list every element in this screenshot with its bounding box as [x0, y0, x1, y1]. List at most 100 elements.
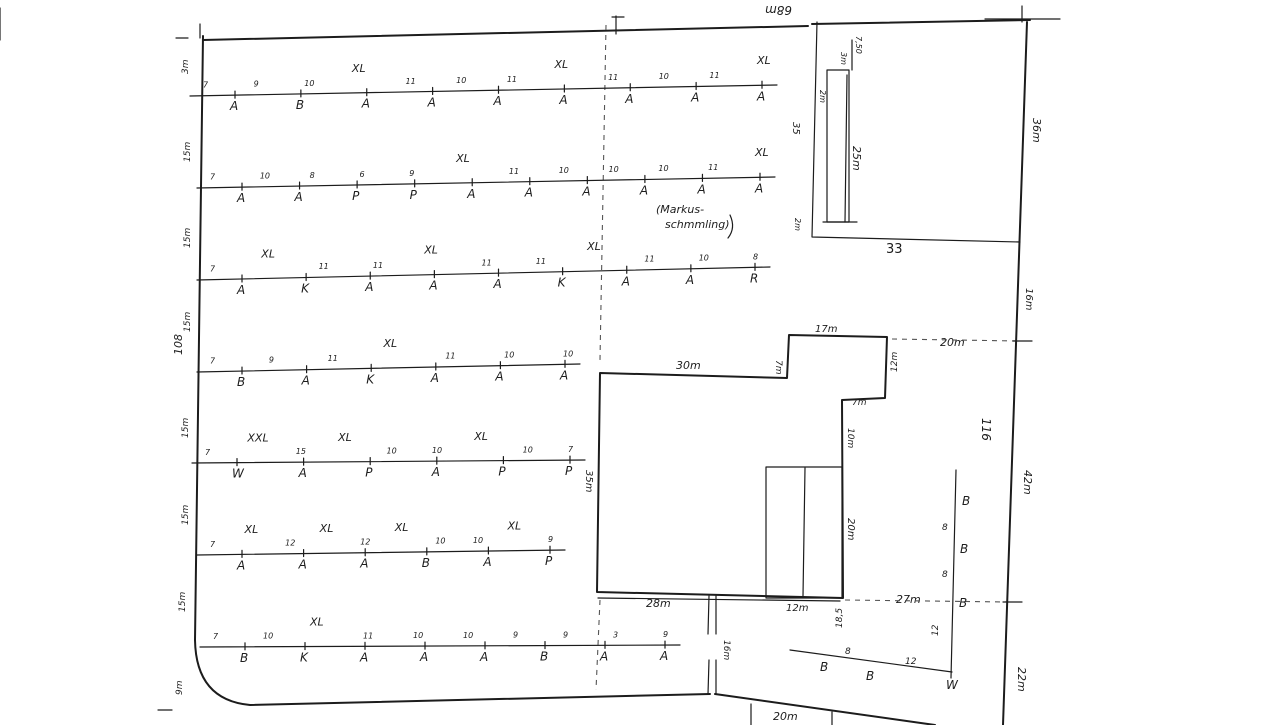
left-dim-4: 15m [183, 312, 193, 332]
spacing-label: 7 [205, 448, 211, 457]
tree-size-label: XL [506, 520, 521, 533]
tree-type-label: B [422, 556, 430, 570]
spacing-label: 9 [548, 535, 553, 544]
spacing-label: 10 [260, 172, 270, 181]
east-diag-label-1: B [820, 660, 828, 674]
spacing-label: 11 [708, 163, 718, 172]
left-dim-2: 15m [183, 142, 193, 162]
spacing-label: 12 [360, 538, 370, 547]
spacing-label: 11 [709, 71, 719, 80]
spacing-label: 8 [753, 252, 758, 261]
bottom-dim: 20m [773, 710, 798, 723]
spacing-label: 9 [254, 80, 259, 89]
spacing-label: 12 [285, 539, 295, 548]
spacing-label: 7 [568, 445, 574, 454]
left-dim-3: 15m [183, 228, 193, 248]
tree-type-label: A [301, 374, 310, 388]
east-label-3: B [959, 596, 967, 610]
spacing-label: 10 [659, 72, 669, 81]
spacing-label: 11 [509, 167, 519, 176]
tree-type-label: A [466, 187, 475, 201]
spacing-label: 10 [658, 164, 668, 173]
tree-type-label: A [599, 649, 608, 663]
tree-size-label: XL [394, 521, 409, 534]
rect-width-label: 33 [886, 242, 903, 257]
building-bottom-gap-dim: 27m [896, 593, 921, 606]
gate-path: 16m 20m [707, 595, 833, 725]
tree-type-label: A [685, 273, 694, 287]
right-dim-middle: 16m [1023, 288, 1034, 311]
spacing-label: 7 [203, 81, 209, 90]
tree-type-label: A [298, 558, 307, 572]
tree-type-label: A [482, 555, 491, 569]
corner-top-label: 68m [765, 3, 792, 17]
tree-type-label: A [559, 368, 568, 382]
right-dim-top: 36m [1030, 118, 1043, 143]
spacing-label: 11 [445, 352, 455, 361]
spacing-label: 10 [456, 76, 466, 85]
tree-row-line [196, 363, 581, 373]
tree-type-label: A [236, 558, 245, 572]
rect-dim-e: 35 [790, 122, 801, 135]
spacing-label: 10 [387, 446, 397, 455]
tree-row-line [196, 549, 566, 556]
left-dimensions: 3m 15m 15m 15m 108 15m 15m 15m 9m [172, 59, 193, 695]
tree-type-label: R [750, 271, 758, 285]
left-dim-7: 15m [178, 592, 188, 612]
svg-text:(Markus-: (Markus- [656, 203, 704, 216]
tree-size-label: XL [351, 62, 366, 75]
east-gap-2: 8 [942, 570, 948, 580]
tree-size-label: XL [319, 522, 334, 535]
spacing-label: 10 [413, 631, 423, 640]
spacing-label: 11 [319, 262, 329, 271]
spacing-label: 11 [644, 255, 654, 264]
left-dim-8: 9m [175, 680, 185, 695]
right-dimensions: 36m 16m 116 42m 22m 68m [765, 3, 1043, 692]
tree-size-label: XL [756, 54, 771, 67]
spacing-label: 7 [210, 173, 216, 182]
east-vertical-gap: 12 [931, 624, 941, 636]
spacing-label: 11 [363, 631, 373, 640]
spacing-label: 10 [559, 166, 569, 175]
building-right-gap-dim: 20m [940, 336, 965, 349]
left-dim-total: 108 [172, 334, 185, 355]
tree-type-label: A [756, 89, 765, 103]
east-diag-gap-2: 12 [905, 657, 917, 667]
tree-size-label: XXL [246, 432, 268, 445]
spacing-label: 11 [608, 73, 618, 82]
tree-size-label: XL [244, 523, 259, 536]
spacing-label: 10 [432, 446, 442, 455]
tree-type-label: P [498, 465, 506, 479]
spacing-label: 8 [310, 171, 315, 180]
spacing-label: 11 [373, 261, 383, 270]
spacing-label: 10 [304, 79, 314, 88]
building-bottom-b-dim: 12m [786, 603, 809, 614]
tree-type-label: A [639, 183, 648, 197]
tree-type-label: A [294, 190, 303, 204]
tree-type-label: A [419, 650, 428, 664]
tree-size-label: XL [383, 337, 398, 350]
tree-type-label: A [430, 371, 439, 385]
spacing-label: 11 [406, 77, 416, 86]
property-boundary [0, 5, 1061, 725]
spacing-label: 11 [328, 354, 338, 363]
tree-type-label: A [494, 370, 503, 384]
tree-type-label: A [229, 99, 238, 113]
tree-size-label: XL [553, 58, 568, 71]
tree-type-label: A [621, 274, 630, 288]
spacing-label: 7 [210, 265, 216, 274]
tree-type-label: A [359, 650, 368, 664]
tree-type-label: A [361, 97, 370, 111]
tree-type-label: A [696, 182, 705, 196]
spacing-label: 3 [613, 630, 618, 639]
tree-size-label: XL [754, 146, 769, 159]
tree-type-label: W [232, 467, 245, 481]
tree-type-label: A [479, 650, 488, 664]
tree-row-line [199, 644, 681, 648]
rect-dim-d: 25m [850, 146, 863, 171]
building-notch-dim: 7m [852, 398, 867, 408]
rect-dim-f: 2m [793, 218, 802, 231]
